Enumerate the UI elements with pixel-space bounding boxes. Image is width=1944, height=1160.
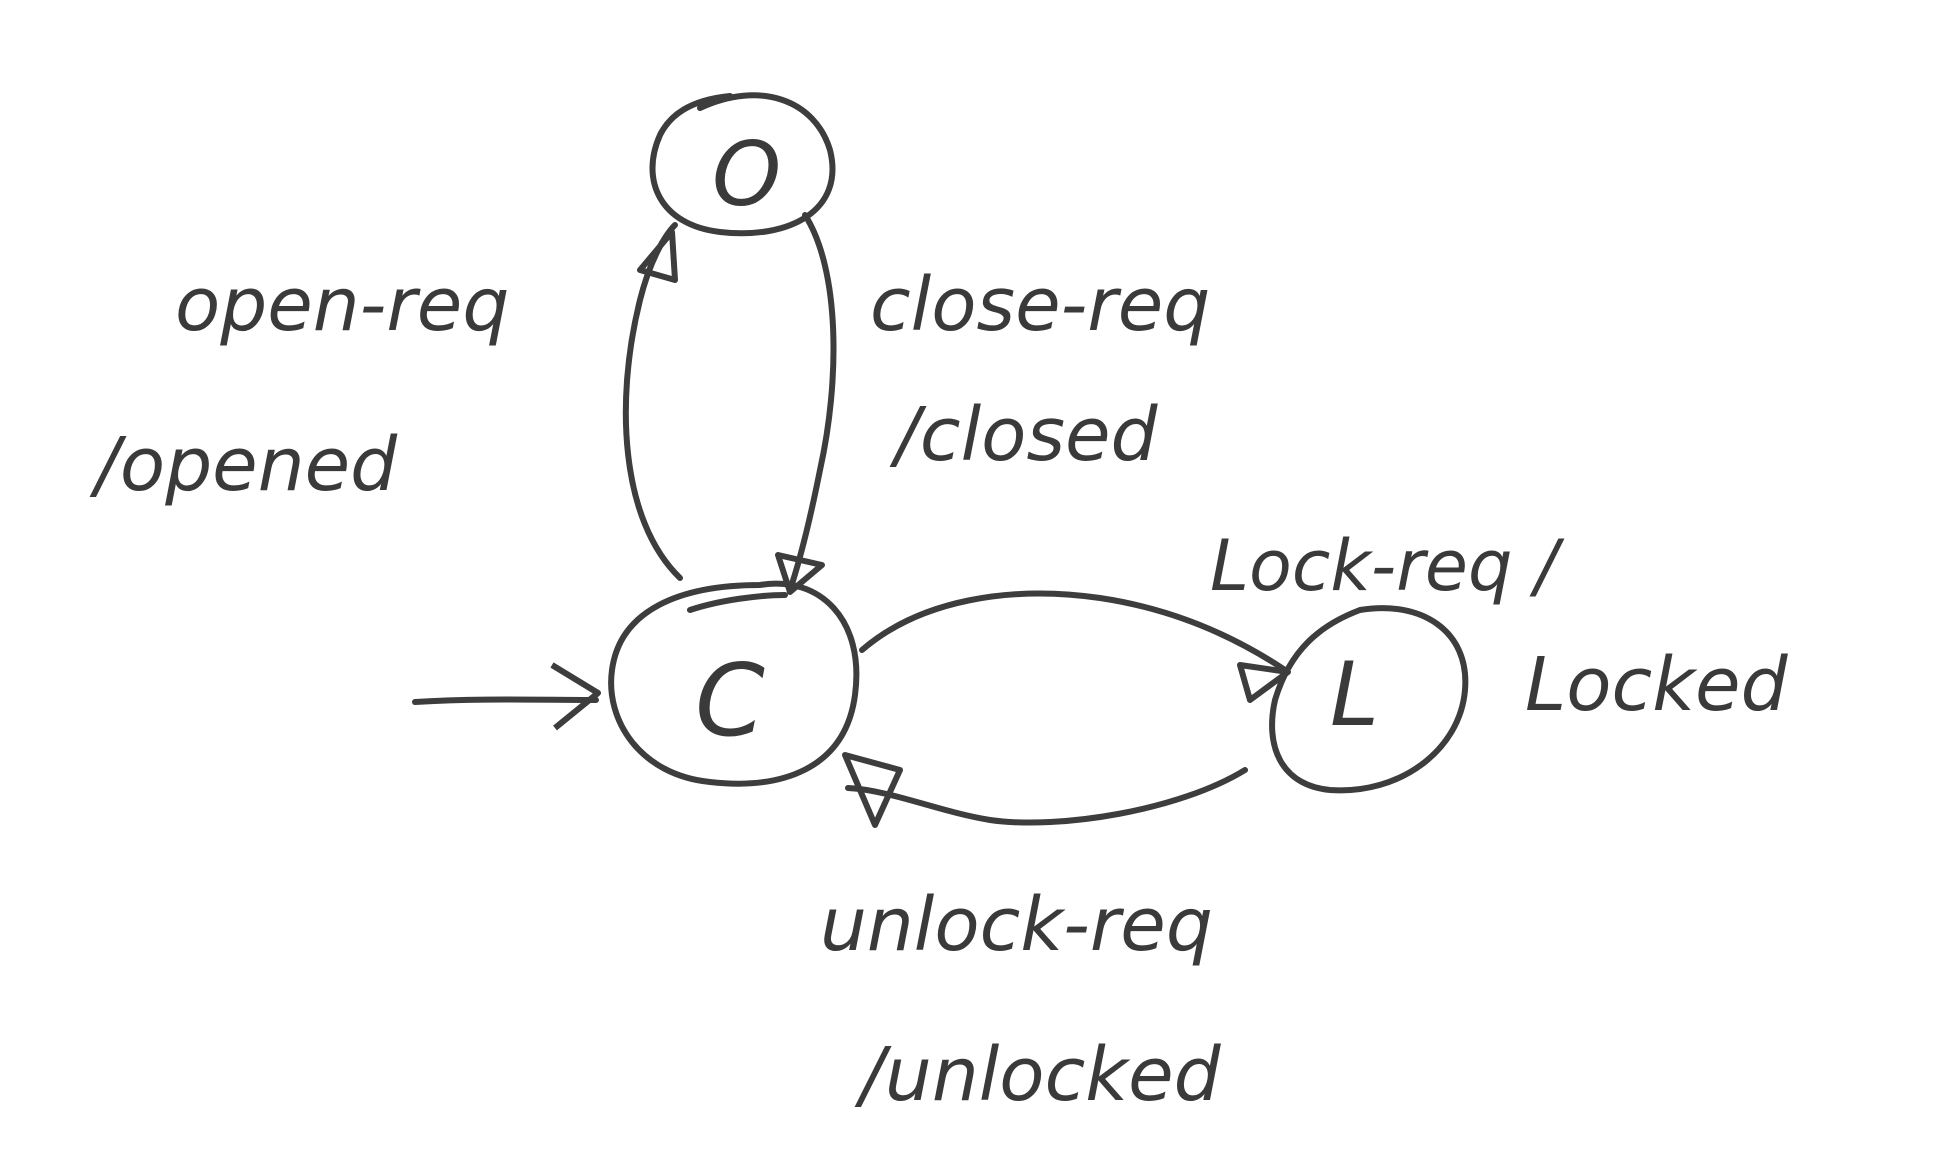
transition-unlock-arrow <box>842 752 1248 828</box>
state-closed-label: C <box>695 642 765 759</box>
unlock-action-label: /unlocked <box>854 1032 1222 1118</box>
state-open: O <box>649 92 836 237</box>
initial-transition-arrow <box>412 662 601 731</box>
close-event-label: close-req <box>870 262 1210 348</box>
lock-event-label: Lock-req / <box>1210 525 1565 607</box>
state-locked: L <box>1269 605 1469 794</box>
open-action-label: /opened <box>89 422 398 508</box>
state-open-label: O <box>712 123 781 226</box>
state-locked-label: L <box>1330 643 1379 746</box>
open-event-label: open-req <box>175 262 509 348</box>
close-action-label: /closed <box>889 392 1159 478</box>
transition-close-arrow <box>775 212 837 595</box>
state-closed: C <box>608 580 860 787</box>
unlock-event-label: unlock-req <box>820 882 1213 968</box>
lock-action-label: Locked <box>1525 642 1789 728</box>
transition-open-arrow <box>622 222 683 581</box>
transition-lock-arrow <box>859 590 1291 703</box>
